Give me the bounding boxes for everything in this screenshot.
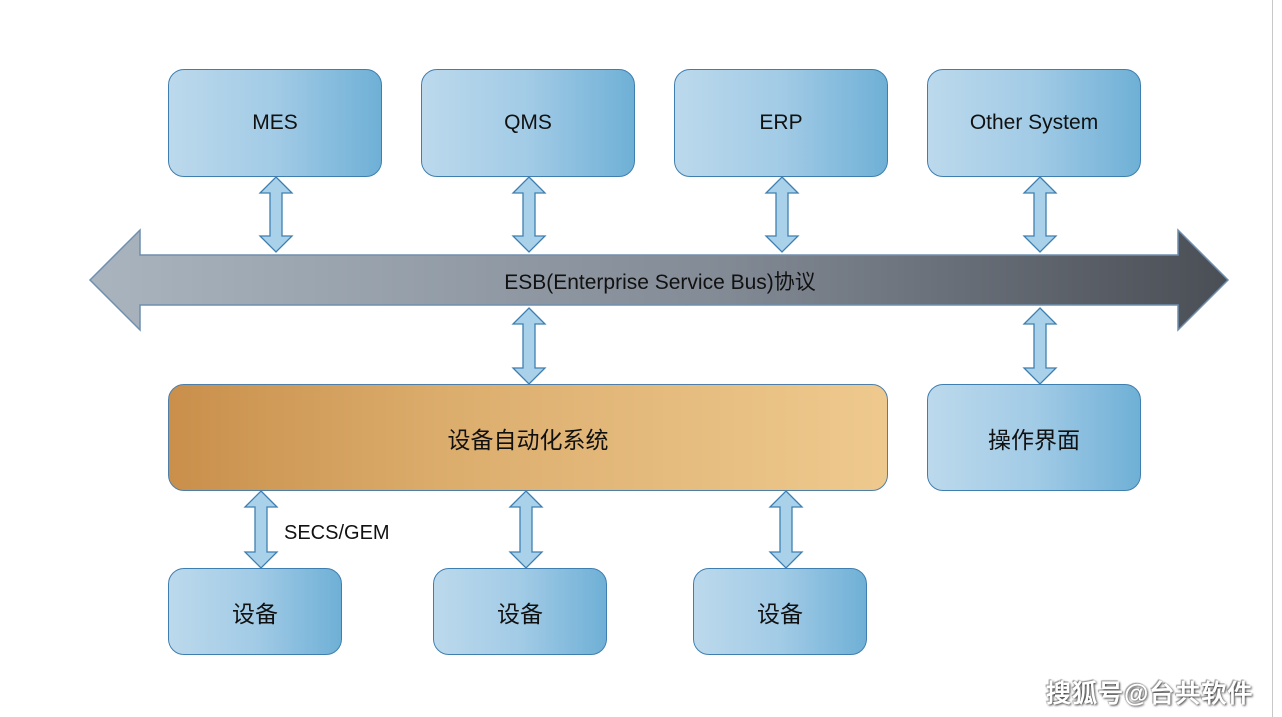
esb-bus-arrow bbox=[88, 228, 1230, 332]
page-edge-line bbox=[1272, 0, 1273, 717]
secs-gem-label: SECS/GEM bbox=[284, 522, 390, 544]
esb-bus-label: ESB(Enterprise Service Bus)协议 bbox=[504, 271, 816, 294]
system-box-mes: MES bbox=[168, 69, 382, 177]
arrow-qms-bus bbox=[511, 176, 547, 253]
arrow-automation-equipment-2 bbox=[508, 490, 544, 569]
system-label: MES bbox=[252, 111, 298, 134]
arrow-bus-automation bbox=[511, 307, 547, 385]
equipment-label: 设备 bbox=[232, 600, 278, 627]
system-label: QMS bbox=[504, 111, 552, 134]
connector-arrows bbox=[243, 176, 1058, 569]
arrow-other-bus bbox=[1022, 176, 1058, 253]
equipment-box-1: 设备 bbox=[168, 568, 342, 655]
watermark: 搜狐号@台共软件 bbox=[1046, 680, 1254, 708]
automation-label: 设备自动化系统 bbox=[447, 426, 609, 453]
operator-ui-label: 操作界面 bbox=[988, 426, 1080, 453]
equipment-label: 设备 bbox=[757, 600, 803, 627]
arrow-automation-equipment-1 bbox=[243, 490, 279, 569]
equipment-box-2: 设备 bbox=[433, 568, 607, 655]
system-label: ERP bbox=[759, 111, 803, 134]
arrow-automation-equipment-3 bbox=[768, 490, 804, 569]
arrow-mes-bus bbox=[258, 176, 294, 253]
arrow-erp-bus bbox=[764, 176, 800, 253]
equipment-box-3: 设备 bbox=[693, 568, 867, 655]
system-label: Other System bbox=[969, 111, 1099, 134]
system-box-other: Other System bbox=[927, 69, 1141, 177]
arrow-bus-operator-ui bbox=[1022, 307, 1058, 385]
system-box-qms: QMS bbox=[421, 69, 635, 177]
equipment-label: 设备 bbox=[497, 600, 543, 627]
system-box-erp: ERP bbox=[674, 69, 888, 177]
operator-interface-box: 操作界面 bbox=[927, 384, 1141, 491]
equipment-automation-system-box: 设备自动化系统 bbox=[168, 384, 888, 491]
